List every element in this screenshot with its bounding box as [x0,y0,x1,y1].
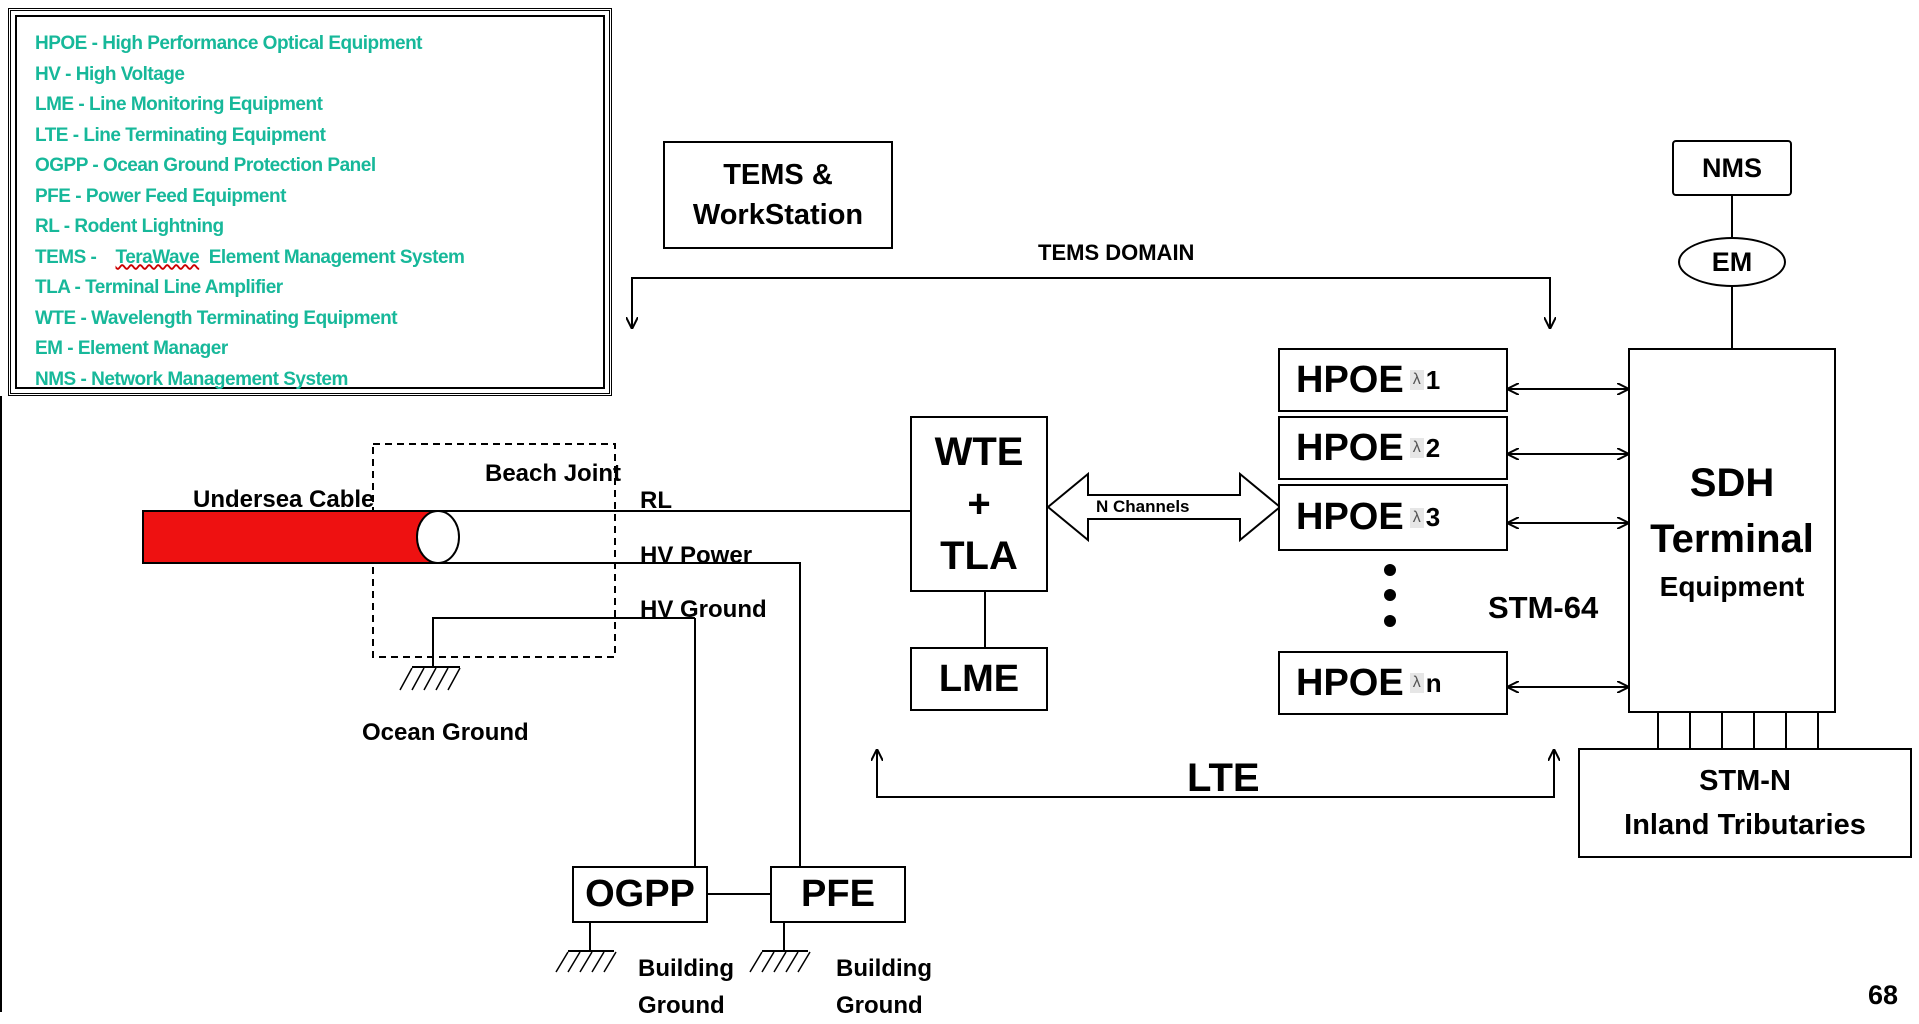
cable-end [416,510,460,564]
legend-item: OGPP - Ocean Ground Protection Panel [35,155,376,176]
building-ground-symbol [555,951,617,973]
nms-box: NMS [1672,140,1792,196]
wte-label: WTE [934,430,1024,474]
tributary-lines [1657,713,1819,748]
wte-tla-box: WTE + TLA [910,416,1048,592]
sdh-line2: Terminal [1650,516,1814,561]
rl-label: RL [640,487,672,514]
building-word: Building [638,955,734,982]
building-ground-label-2: Building Ground [836,950,932,1024]
hpoe-subscript: n [1425,667,1442,698]
legend-tems-word: TeraWave [115,246,200,268]
sdh-terminal-box: SDH Terminal Equipment [1628,348,1836,713]
legend-item: TLA - Terminal Line Amplifier [35,277,283,298]
legend-item-tems: TEMS - TeraWave Element Management Syste… [35,243,609,274]
ellipsis-dot [1384,564,1396,576]
ground-word: Ground [638,992,725,1019]
ellipsis-dot [1384,615,1396,627]
hpoe-label: HPOE [1296,426,1404,469]
sdh-line1: SDH [1689,460,1775,505]
page-number: 68 [1868,980,1899,1010]
ocean-ground-label: Ocean Ground [362,719,529,746]
n-channels-label: N Channels [1096,497,1190,516]
ogpp-label: OGPP [585,873,695,915]
hpoe-label: HPOE [1296,358,1404,401]
ellipsis-dot [1384,589,1396,601]
ground-word: Ground [836,992,923,1019]
tems-line2: WorkStation [692,199,864,231]
undersea-cable-label: Undersea Cable [193,486,375,513]
sdh-line3: Equipment [1659,570,1805,602]
hpoe-subscript: 2 [1425,432,1441,463]
ocean-ground-line [432,617,695,667]
lambda-icon: λ [1409,507,1424,528]
legend-item: LME - Line Monitoring Equipment [35,94,323,115]
stm64-label: STM-64 [1488,590,1599,625]
pfe-label: PFE [801,873,875,915]
hv-power-line [445,562,801,867]
legend-item: NMS - Network Management System [35,368,348,390]
legend-item: HV - High Voltage [35,63,185,85]
hpoe-subscript: 1 [1425,364,1441,395]
legend-tems-prefix: TEMS - [35,246,97,268]
legend-item: LTE - Line Terminating Equipment [35,124,326,146]
em-label: EM [1711,246,1753,277]
hv-ground-label: HV Ground [640,596,767,623]
legend-item: PFE - Power Feed Equipment [35,185,286,207]
lme-box: LME [910,647,1048,711]
legend-item: HPOE - High Performance Optical Equipmen… [35,33,423,54]
hpoe-label: HPOE [1296,496,1404,538]
lambda-icon: λ [1409,673,1424,693]
lme-label: LME [938,657,1020,700]
tla-label: TLA [940,534,1018,578]
ocean-ground-symbol [399,667,461,691]
legend-item: EM - Element Manager [35,338,228,359]
lte-label: LTE [1187,756,1260,800]
building-ground-label-1: Building Ground [638,950,734,1024]
em-oval: EM [1678,237,1786,287]
building-ground-symbol [749,951,811,973]
hv-power-label: HV Power [640,542,753,569]
legend-box: HPOE - High Performance Optical Equipmen… [8,8,612,396]
lte-bracket [877,750,1554,798]
lambda-icon: λ [1409,370,1424,390]
building-word: Building [836,955,932,982]
tems-line1: TEMS & [723,159,833,191]
tems-domain-label: TEMS DOMAIN [1038,240,1195,265]
stm-n-box: STM-N Inland Tributaries [1578,748,1912,858]
tems-domain-bracket [632,277,1550,328]
stmn-line2: Inland Tributaries [1624,809,1866,841]
hpoe-subscript: 3 [1425,502,1441,532]
pfe-box: PFE [770,866,906,923]
tems-workstation-box: TEMS & WorkStation [663,141,893,249]
nms-label: NMS [1702,152,1762,183]
undersea-cable [142,510,446,564]
stmn-line1: STM-N [1699,765,1791,797]
beach-joint-box [372,443,616,658]
beach-joint-label: Beach Joint [485,460,622,487]
legend-item: RL - Rodent Lightning [35,216,224,237]
lambda-icon: λ [1409,438,1424,458]
hpoe-label: HPOE [1296,661,1404,704]
legend-item: WTE - Wavelength Terminating Equipment [35,307,398,329]
legend-tems-rest: Element Management System [208,246,465,268]
ogpp-box: OGPP [572,866,708,923]
plus-label: + [967,482,991,526]
